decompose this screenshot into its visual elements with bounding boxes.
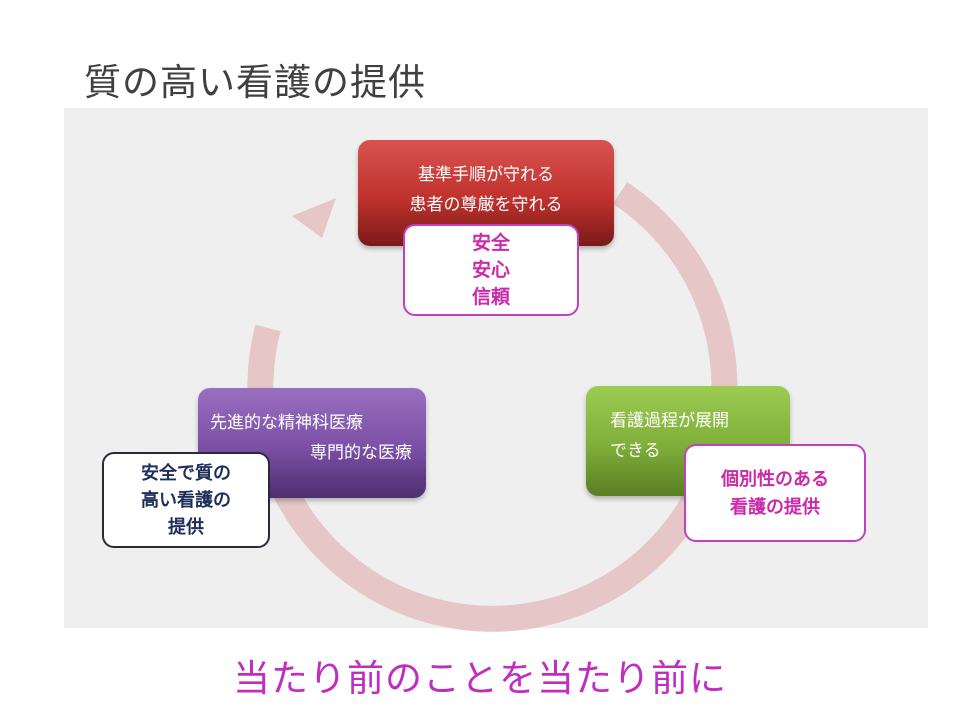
quality-care-callout: 安全で質の 高い看護の 提供 [102, 452, 270, 548]
individual-care-line-1: 個別性のある [721, 469, 829, 490]
standards-line-2: 患者の尊厳を守れる [409, 195, 563, 215]
individual-care-callout: 個別性のある 看護の提供 [684, 444, 866, 542]
safety-line-1: 安全 [471, 232, 510, 254]
standards-line-1: 基準手順が守れる [418, 165, 554, 185]
safety-line-3: 信頼 [471, 286, 510, 308]
footer-slogan: 当たり前のことを当たり前に [233, 657, 727, 700]
safety-line-2: 安心 [471, 259, 510, 281]
quality-care-line-3: 提供 [168, 517, 204, 538]
advanced-care-box: 先進的な精神科医療 専門的な医療 [198, 388, 426, 498]
cycle-arrowhead [292, 198, 336, 238]
page-title: 質の高い看護の提供 [84, 61, 426, 104]
individual-care-line-2: 看護の提供 [730, 497, 820, 518]
quality-care-line-2: 高い看護の [141, 490, 231, 511]
advanced-care-line-2: 専門的な医療 [310, 443, 412, 463]
advanced-care-line-1: 先進的な精神科医療 [210, 413, 363, 433]
safety-callout: 安全 安心 信頼 [403, 224, 579, 316]
nursing-process-line-2: できる [610, 441, 661, 461]
nursing-process-line-1: 看護過程が展開 [610, 411, 729, 431]
quality-care-line-1: 安全で質の [141, 463, 231, 484]
